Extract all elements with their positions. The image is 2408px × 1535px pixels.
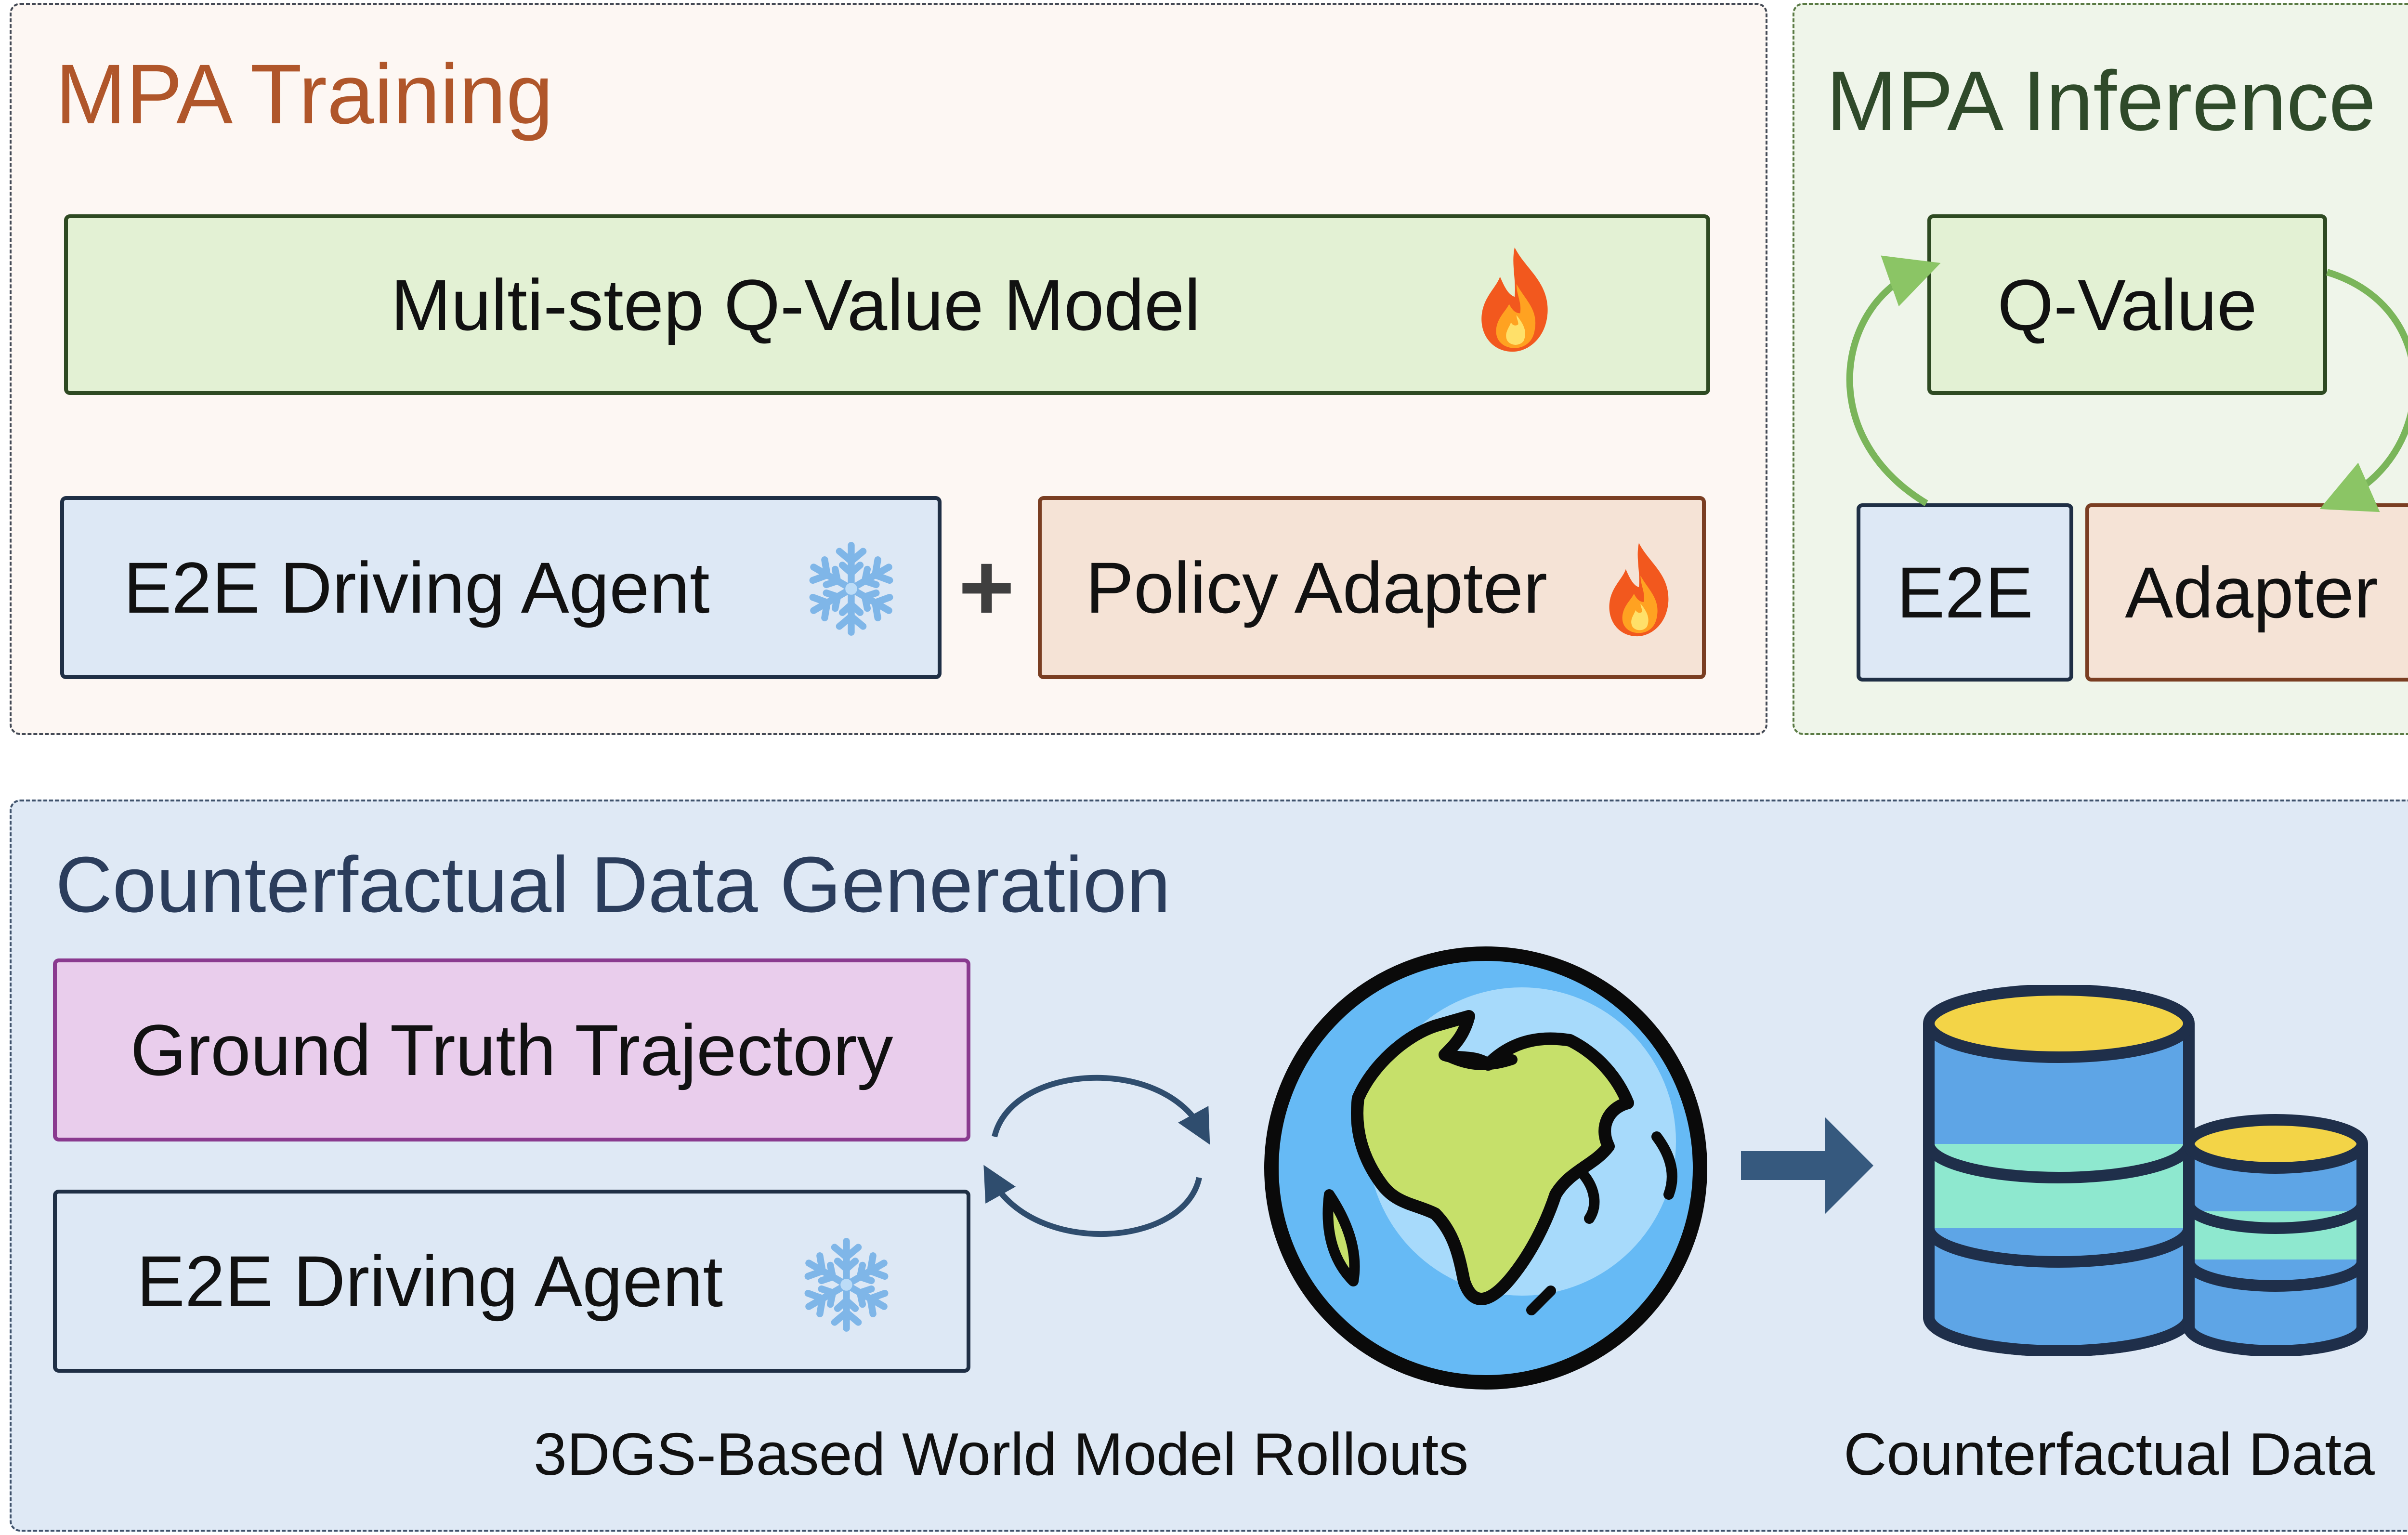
fire-icon [1609,543,1669,637]
multi-step-q-value-model-box: Multi-step Q-Value Model [64,214,1710,395]
mpa-inference-title: MPA Inference [1826,54,2376,148]
plus-sign: + [958,534,1015,641]
counterfactual-data-generation-title: Counterfactual Data Generation [55,840,1171,929]
multi-step-q-value-model-label: Multi-step Q-Value Model [391,264,1201,345]
cycle-arrow-bottom [983,1165,1202,1237]
policy-adapter-box-training: Policy Adapter [1038,496,1706,679]
database-icon [1923,985,2368,1356]
e2e-driving-agent-label-training: E2E Driving Agent [123,547,710,628]
e2e-driving-agent-label-generation: E2E Driving Agent [136,1241,723,1322]
fire-icon [1481,247,1548,352]
e2e-label-inference: E2E [1897,552,2033,633]
cycle-arrow-top [992,1075,1210,1145]
q-value-label: Q-Value [1997,264,2257,345]
e2e-driving-agent-box-training: E2E Driving Agent [60,496,942,679]
q-value-box-inference: Q-Value [1927,214,2327,395]
e2e-to-q-value-arrow [1846,255,1941,506]
snowflake-icon [804,1238,889,1332]
snowflake-icon [809,542,893,636]
ground-truth-trajectory-label: Ground Truth Trajectory [130,1010,893,1090]
adapter-box-inference: Adapter [2085,503,2408,682]
e2e-driving-agent-box-generation: E2E Driving Agent [53,1190,970,1373]
policy-adapter-label-training: Policy Adapter [1086,547,1547,628]
counterfactual-data-caption: Counterfactual Data [1844,1421,2375,1488]
mpa-training-title: MPA Training [55,47,553,142]
globe-icon [1264,946,1707,1390]
e2e-box-inference: E2E [1857,503,2073,682]
right-arrow-icon [1741,1117,1873,1214]
world-model-rollouts-caption: 3DGS-Based World Model Rollouts [534,1421,1469,1488]
q-value-to-adapter-arrow [2319,269,2408,512]
ground-truth-trajectory-box: Ground Truth Trajectory [53,958,970,1141]
adapter-label-inference: Adapter [2125,552,2378,633]
